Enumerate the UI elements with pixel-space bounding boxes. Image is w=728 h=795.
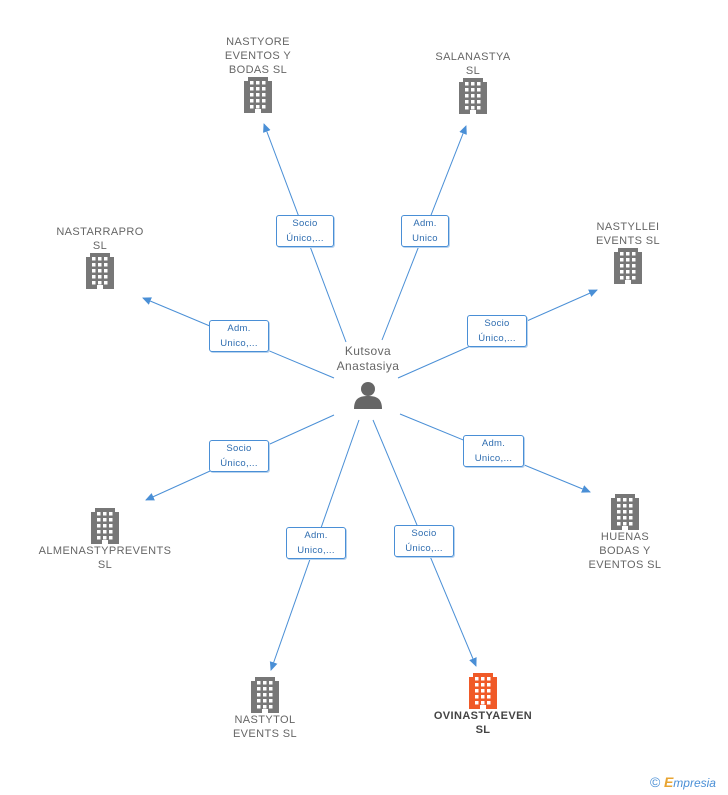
company-name: ALMENASTYPREVENTS SL [38,545,172,571]
relation-label-huenas[interactable]: Adm. Unico,... [463,435,524,467]
relation-label-nastyore[interactable]: Socio Único,... [276,215,334,247]
company-node-salanastya[interactable]: SALANASTYA SL [418,50,528,114]
company-node-nastarrapro[interactable]: NASTARRAPRO SL [45,225,155,289]
company-node-ovinastyaeven[interactable]: OVINASTYAEVEN SL [418,673,548,737]
company-node-nastyore[interactable]: NASTYORE EVENTOS Y BODAS SL [203,35,313,113]
relation-label-ovinastyaeven[interactable]: Socio Único,... [394,525,454,557]
person-name: Kutsova Anastasiya [336,344,400,373]
person-icon [354,382,382,409]
building-icon [611,494,639,530]
company-node-huenas[interactable]: HUENAS BODAS Y EVENTOS SL [570,494,680,572]
company-name: SALANASTYA SL [435,51,511,77]
building-icon [86,253,114,289]
relation-label-almenastyprevents[interactable]: Socio Único,... [209,440,269,472]
building-icon [459,78,487,114]
copyright-brand[interactable]: © Empresia [650,774,716,790]
company-name: OVINASTYAEVEN SL [433,710,533,736]
relation-label-nastarrapro[interactable]: Adm. Unico,... [209,320,269,352]
company-name: HUENAS BODAS Y EVENTOS SL [588,531,662,571]
company-node-nastytol[interactable]: NASTYTOL EVENTS SL [210,677,320,741]
company-name: NASTYORE EVENTOS Y BODAS SL [224,36,292,76]
copyright-symbol: © [650,774,661,790]
person-node-kutsova[interactable]: Kutsova Anastasiya [318,344,418,410]
company-name: NASTYLLEI EVENTS SL [595,221,661,247]
building-icon [251,677,279,713]
company-name: NASTARRAPRO SL [56,226,144,252]
relation-label-nastytol[interactable]: Adm. Unico,... [286,527,346,559]
company-node-nastyllei[interactable]: NASTYLLEI EVENTS SL [573,220,683,284]
brand-logo: Empresia [663,774,716,790]
building-icon [244,77,272,113]
building-icon [469,673,497,709]
building-icon [614,248,642,284]
company-name: NASTYTOL EVENTS SL [232,714,298,740]
relation-label-salanastya[interactable]: Adm. Unico [401,215,449,247]
building-icon [91,508,119,544]
relation-label-nastyllei[interactable]: Socio Único,... [467,315,527,347]
company-node-almenastyprevents[interactable]: ALMENASTYPREVENTS SL [30,508,180,572]
